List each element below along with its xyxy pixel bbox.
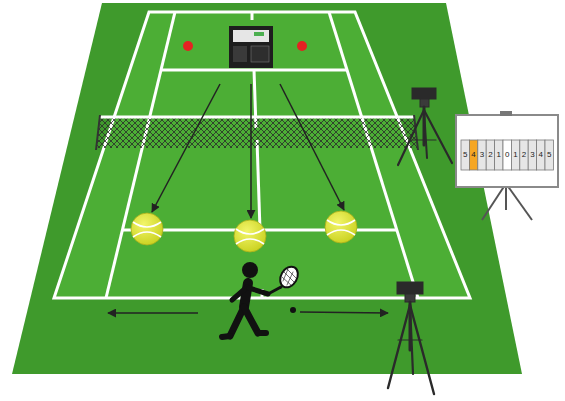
tennis-net [96, 115, 418, 150]
score-cell-number: 0 [503, 150, 511, 160]
score-cell-number: 5 [461, 150, 469, 160]
target-dot [183, 41, 193, 51]
score-cell-number: 1 [511, 150, 519, 160]
score-cell-number: 1 [495, 150, 503, 160]
scoreboard-cells [461, 140, 553, 170]
target-dot [297, 41, 307, 51]
court-surface [54, 12, 470, 298]
score-cell-number: 5 [545, 150, 553, 160]
camera-tripod [388, 282, 434, 394]
tennis-ball [131, 213, 163, 245]
score-cell-number: 4 [469, 150, 477, 160]
camera-tripod [398, 88, 452, 165]
ball-machine [229, 26, 273, 68]
tennis-ball [325, 211, 357, 243]
grass-surface [12, 3, 522, 374]
score-cell-number: 3 [478, 150, 486, 160]
tennis-ball [234, 220, 266, 252]
player-figure [222, 262, 301, 337]
score-cell-number: 2 [486, 150, 494, 160]
tennis-ball-small [290, 307, 296, 313]
score-cell-number: 3 [528, 150, 536, 160]
scoreboard-easel [456, 111, 558, 220]
ball-trajectory [152, 84, 344, 218]
score-cell-number: 4 [537, 150, 545, 160]
score-cell-number: 2 [520, 150, 528, 160]
court-lines [54, 12, 470, 298]
